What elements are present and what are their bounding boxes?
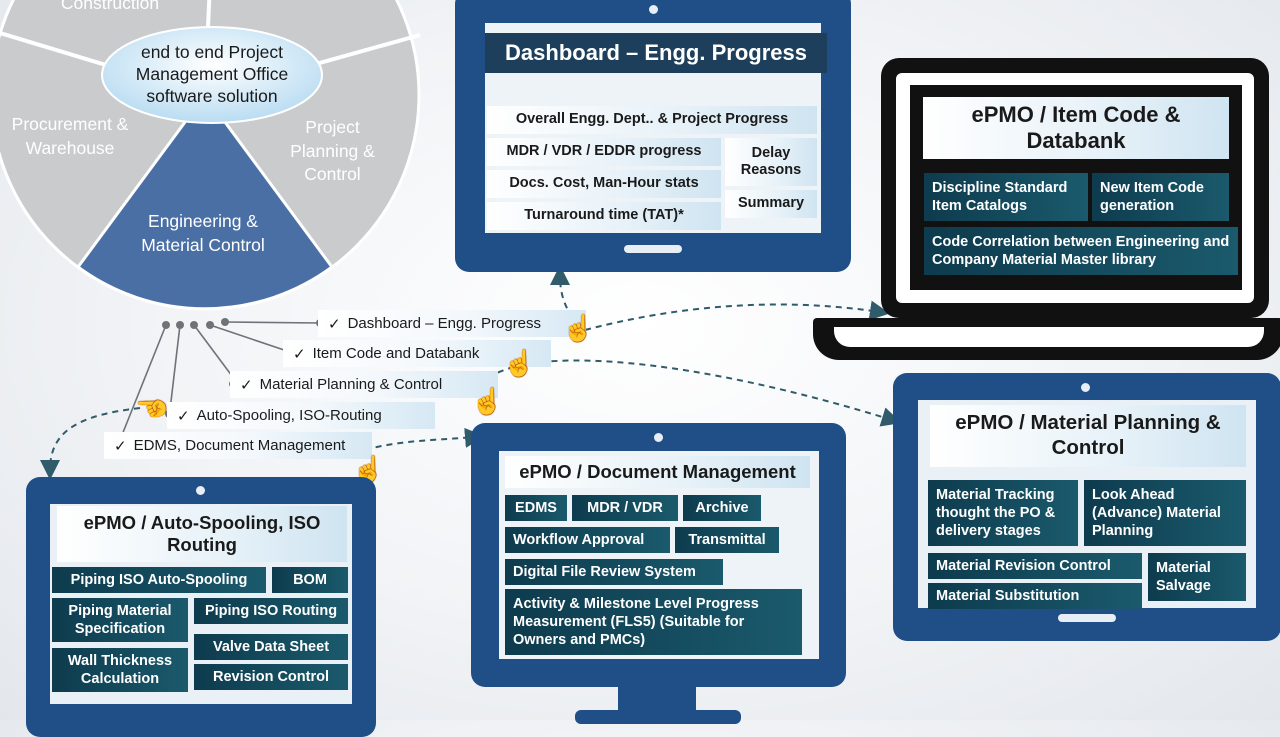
check-icon: ✓	[328, 315, 341, 333]
document-mgmt-tile[interactable]: Transmittal	[675, 527, 779, 553]
item-code-tile[interactable]: Code Correlation between Engineering and…	[924, 227, 1238, 275]
monitor-foot	[575, 710, 741, 724]
material-planning-tile[interactable]: Material Revision Control	[928, 553, 1142, 579]
check-icon: ✓	[240, 376, 253, 394]
home-button	[1058, 614, 1116, 622]
auto-spooling-title: ePMO / Auto-Spooling, ISO Routing	[57, 506, 347, 562]
auto-spooling-tile[interactable]: BOM	[272, 567, 348, 593]
document-mgmt-tile[interactable]: Archive	[683, 495, 761, 521]
background-graphics	[0, 0, 902, 480]
wheel-label-planning: Project Planning & Control	[290, 117, 375, 185]
item-code-tile[interactable]: New Item Code generation	[1092, 173, 1229, 221]
home-button	[624, 245, 682, 253]
menu-item-dashboard[interactable]: ✓Dashboard – Engg. Progress	[318, 310, 586, 337]
document-mgmt-tile[interactable]: EDMS	[505, 495, 567, 521]
auto-spooling-tile[interactable]: Wall Thickness Calculation	[52, 648, 188, 692]
document-mgmt-title: ePMO / Document Management	[505, 456, 810, 488]
menu-item-edms[interactable]: ✓EDMS, Document Management	[104, 432, 372, 459]
material-planning-tile[interactable]: Look Ahead (Advance) Material Planning	[1084, 480, 1246, 546]
laptop-base-inner	[834, 327, 1264, 347]
wheel-segment-engineering	[75, 92, 335, 311]
wheel-label-procurement: Procurement & Warehouse	[11, 114, 129, 158]
material-planning-tile[interactable]: Material Tracking thought the PO & deliv…	[928, 480, 1078, 546]
dashboard-row[interactable]: MDR / VDR / EDDR progress	[487, 138, 721, 166]
material-planning-title: ePMO / Material Planning & Control	[930, 405, 1246, 467]
document-mgmt-tile[interactable]: MDR / VDR	[572, 495, 678, 521]
material-planning-tile[interactable]: Material Salvage	[1148, 553, 1246, 601]
menu-item-material-planning[interactable]: ✓Material Planning & Control	[230, 371, 498, 398]
auto-spooling-tile[interactable]: Piping ISO Auto-Spooling	[52, 567, 266, 593]
camera-dot	[649, 5, 658, 14]
center-oval	[101, 26, 323, 124]
dashboard-side-delay[interactable]: Delay Reasons	[725, 138, 817, 186]
auto-spooling-tile[interactable]: Piping Material Specification	[52, 598, 188, 642]
wheel-label-construction: Construction	[60, 0, 160, 13]
dashboard-title: Dashboard – Engg. Progress	[485, 33, 827, 73]
material-planning-tile[interactable]: Material Substitution	[928, 583, 1142, 609]
pointer-hand-icon: ☝	[503, 348, 536, 378]
check-icon: ✓	[114, 437, 127, 455]
menu-item-item-code[interactable]: ✓Item Code and Databank	[283, 340, 551, 367]
auto-spooling-tile[interactable]: Revision Control	[194, 664, 348, 690]
menu-connectors	[119, 321, 321, 441]
auto-spooling-tile[interactable]: Valve Data Sheet	[194, 634, 348, 660]
camera-dot	[654, 433, 663, 442]
dashboard-row[interactable]: Docs. Cost, Man-Hour stats	[487, 170, 721, 198]
pointer-hand-icon: ☝	[471, 386, 504, 416]
item-code-tile[interactable]: Discipline Standard Item Catalogs	[924, 173, 1088, 221]
center-oval-text: end to end Project Management Office sof…	[135, 42, 289, 107]
pointer-hand-icon: ☝	[137, 391, 168, 425]
dashboard-row[interactable]: Turnaround time (TAT)*	[487, 202, 721, 230]
pointer-hand-icon: ☝	[562, 313, 595, 343]
wheel-label-engineering: Engineering & Material Control	[141, 211, 265, 255]
menu-item-auto-spooling[interactable]: ✓Auto-Spooling, ISO-Routing	[167, 402, 435, 429]
dashboard-row[interactable]: Overall Engg. Dept.. & Project Progress	[487, 106, 817, 134]
check-icon: ✓	[293, 345, 306, 363]
document-mgmt-tile[interactable]: Workflow Approval	[505, 527, 670, 553]
document-mgmt-tile[interactable]: Activity & Milestone Level Progress Meas…	[505, 589, 802, 655]
check-icon: ✓	[177, 407, 190, 425]
document-mgmt-tile[interactable]: Digital File Review System	[505, 559, 723, 585]
camera-dot	[1081, 383, 1090, 392]
item-code-title: ePMO / Item Code & Databank	[923, 97, 1229, 159]
auto-spooling-tile[interactable]: Piping ISO Routing	[194, 598, 348, 624]
camera-dot	[196, 486, 205, 495]
dashboard-side-summary[interactable]: Summary	[725, 190, 817, 218]
